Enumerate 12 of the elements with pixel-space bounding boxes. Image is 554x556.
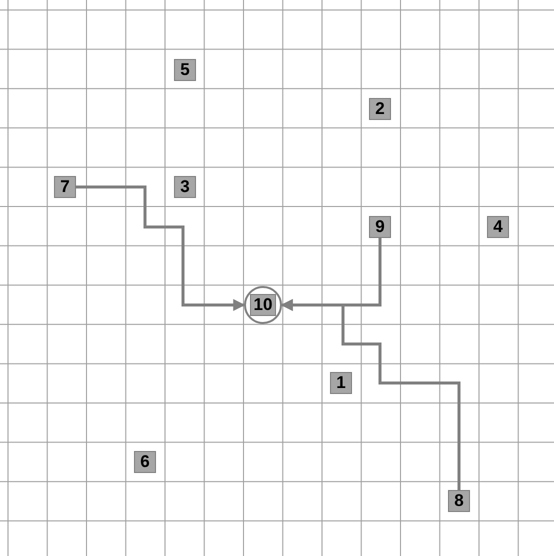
- number-marker: 5: [174, 59, 196, 81]
- number-marker: 7: [54, 176, 76, 198]
- number-marker: 1: [330, 372, 352, 394]
- number-marker: 8: [448, 490, 470, 512]
- number-marker: 2: [369, 98, 391, 120]
- number-marker: 4: [487, 216, 509, 238]
- number-marker: 9: [369, 216, 391, 238]
- circled-number-marker: 10: [244, 286, 282, 324]
- arrow: [76, 186, 246, 311]
- number-marker: 3: [174, 176, 196, 198]
- number-marker: 6: [134, 451, 156, 473]
- arrow: [280, 299, 460, 490]
